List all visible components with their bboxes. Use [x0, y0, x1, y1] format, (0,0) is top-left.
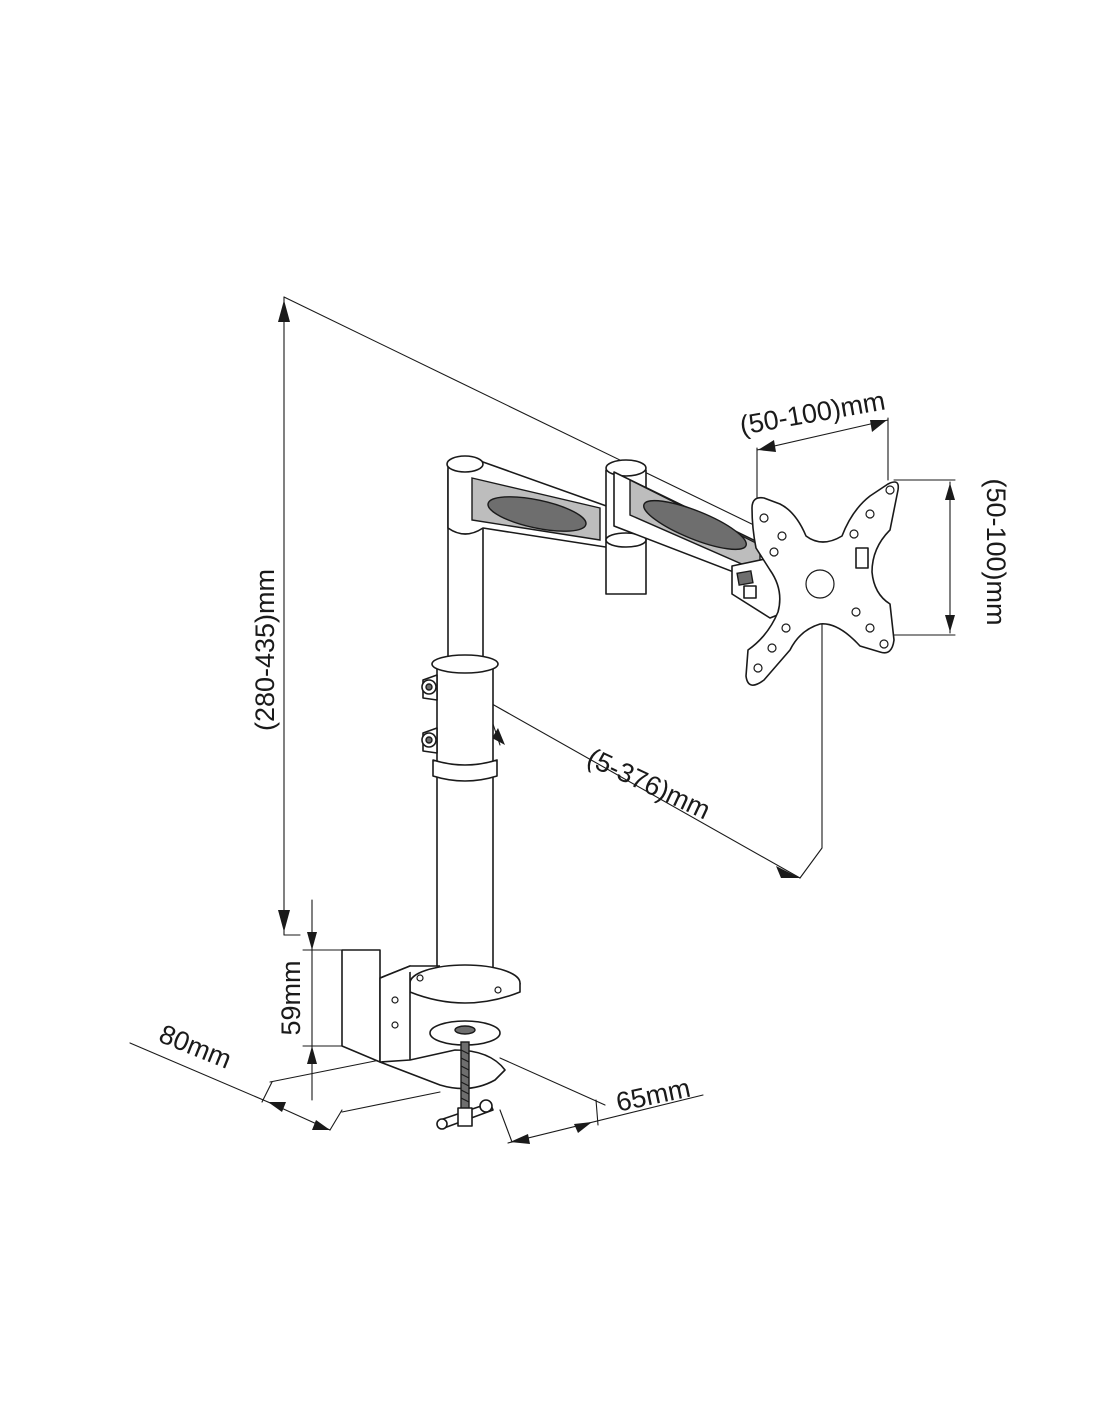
clamp-depth-label: 80mm: [155, 1019, 236, 1075]
clamp-height-label: 59mm: [276, 960, 306, 1035]
dimension-lines: [129, 296, 956, 1144]
vesa-height-label: (50-100)mm: [981, 478, 1011, 625]
pole: [431, 469, 499, 991]
vesa-plate: [745, 481, 900, 686]
height-range-label: (280-435)mm: [250, 569, 280, 731]
clamp-width-label: 65mm: [613, 1073, 693, 1118]
arm-segment-1: [446, 455, 613, 549]
clamp-base: [341, 949, 521, 1130]
vesa-width-label: (50-100)mm: [737, 386, 887, 441]
arm-reach-label: (5-376)mm: [583, 742, 715, 825]
height-collar: [421, 674, 438, 754]
